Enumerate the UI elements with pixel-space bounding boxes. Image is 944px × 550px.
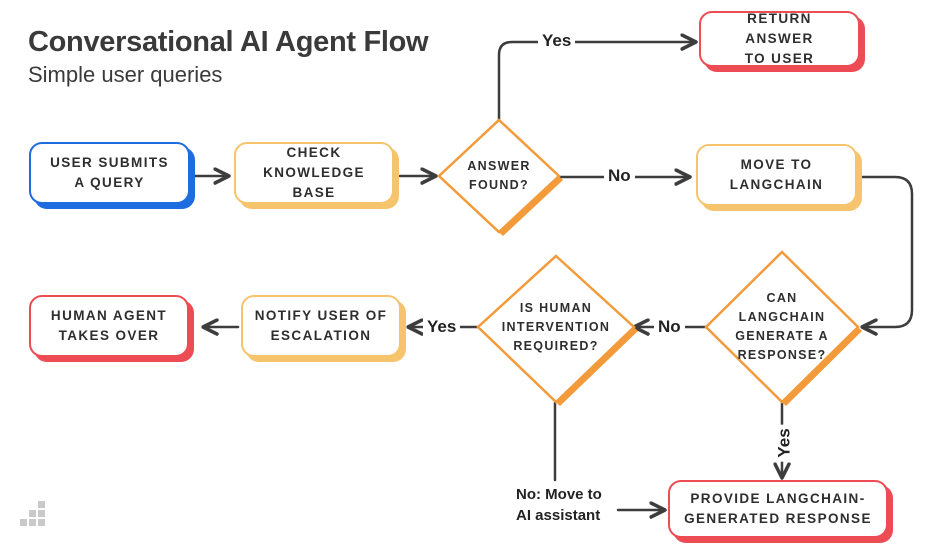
diamond-answer-found xyxy=(437,118,563,236)
edge-label-answer-yes: Yes xyxy=(538,31,576,51)
diamond-human-required xyxy=(476,254,638,406)
edge-label-can-yes: Yes xyxy=(774,424,795,462)
edge-label-human-no: No: Move to AI assistant xyxy=(516,484,602,526)
diamond-can-langchain xyxy=(704,250,862,406)
page-subtitle: Simple user queries xyxy=(28,62,223,87)
page-title: Conversational AI Agent Flow xyxy=(28,26,429,58)
edge-answer-yes xyxy=(497,33,698,122)
bar-chart-logo-icon xyxy=(20,501,45,526)
node-provide-response: PROVIDE LANGCHAIN-GENERATED RESPONSE xyxy=(668,480,888,538)
edge-move-to-can xyxy=(860,175,914,336)
edge-label-can-no: No xyxy=(654,317,685,337)
edge-label-answer-no: No xyxy=(604,166,635,186)
edge-label-human-yes: Yes xyxy=(423,317,461,337)
